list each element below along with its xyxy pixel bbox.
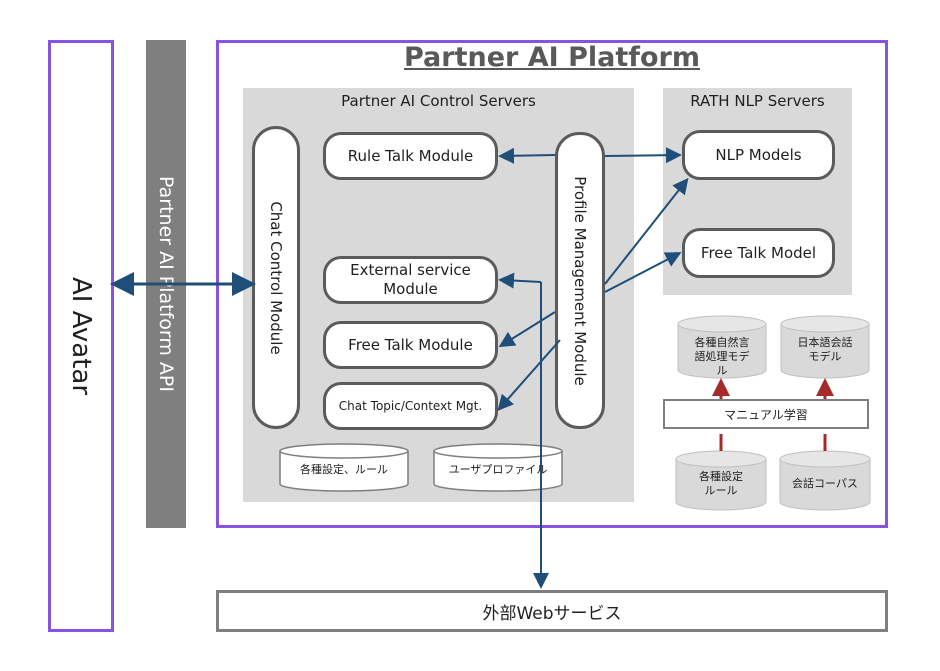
db-nlp-model-label-wrap: 各種自然言語処理モデル	[690, 336, 754, 377]
free-talk-model: Free Talk Model	[682, 228, 835, 278]
db-settings-label-wrap: 各種設定、ルール	[280, 460, 408, 480]
db-user-profile-label: ユーザプロファイル	[448, 463, 548, 476]
db-nlp-model-label: 各種自然言語処理モデル	[694, 336, 750, 377]
profile-management-label: Profile Management Module	[571, 175, 589, 386]
control-servers-label: Partner AI Control Servers	[341, 92, 536, 110]
ai-avatar-box: AI Avatar	[48, 40, 114, 632]
api-bar: Partner AI Platform API	[146, 40, 186, 528]
nlp-servers-label: RATH NLP Servers	[690, 92, 825, 110]
db-settings-rules-label: 各種設定ルール	[699, 470, 743, 497]
chat-control-label: Chat Control Module	[267, 200, 285, 355]
nlp-models: NLP Models	[682, 130, 835, 180]
db-user-profile-label-wrap: ユーザプロファイル	[434, 460, 562, 480]
external-web-services-box: 外部Webサービス	[216, 590, 888, 632]
api-bar-label: Partner AI Platform API	[155, 176, 177, 392]
profile-management-module: Profile Management Module	[555, 132, 605, 429]
db-settings-rules-label-wrap: 各種設定ルール	[695, 470, 747, 502]
ai-avatar-label: AI Avatar	[66, 276, 96, 396]
db-settings-label: 各種設定、ルール	[300, 463, 388, 476]
db-conversation-model-label-wrap: 日本語会話モデル	[795, 336, 855, 368]
free-talk-module: Free Talk Module	[323, 321, 498, 369]
rule-talk-module: Rule Talk Module	[323, 132, 498, 180]
db-corpus-label-wrap: 会話コーパス	[780, 477, 870, 495]
manual-learning-box: マニュアル学習	[663, 399, 869, 429]
chat-control-module: Chat Control Module	[252, 126, 300, 429]
db-corpus-label: 会話コーパス	[792, 477, 858, 490]
platform-title: Partner AI Platform	[403, 42, 700, 73]
chat-topic-module: Chat Topic/Context Mgt.	[323, 382, 498, 430]
external-service-module: External service Module	[323, 256, 498, 304]
db-conversation-model-label: 日本語会話モデル	[797, 336, 853, 363]
